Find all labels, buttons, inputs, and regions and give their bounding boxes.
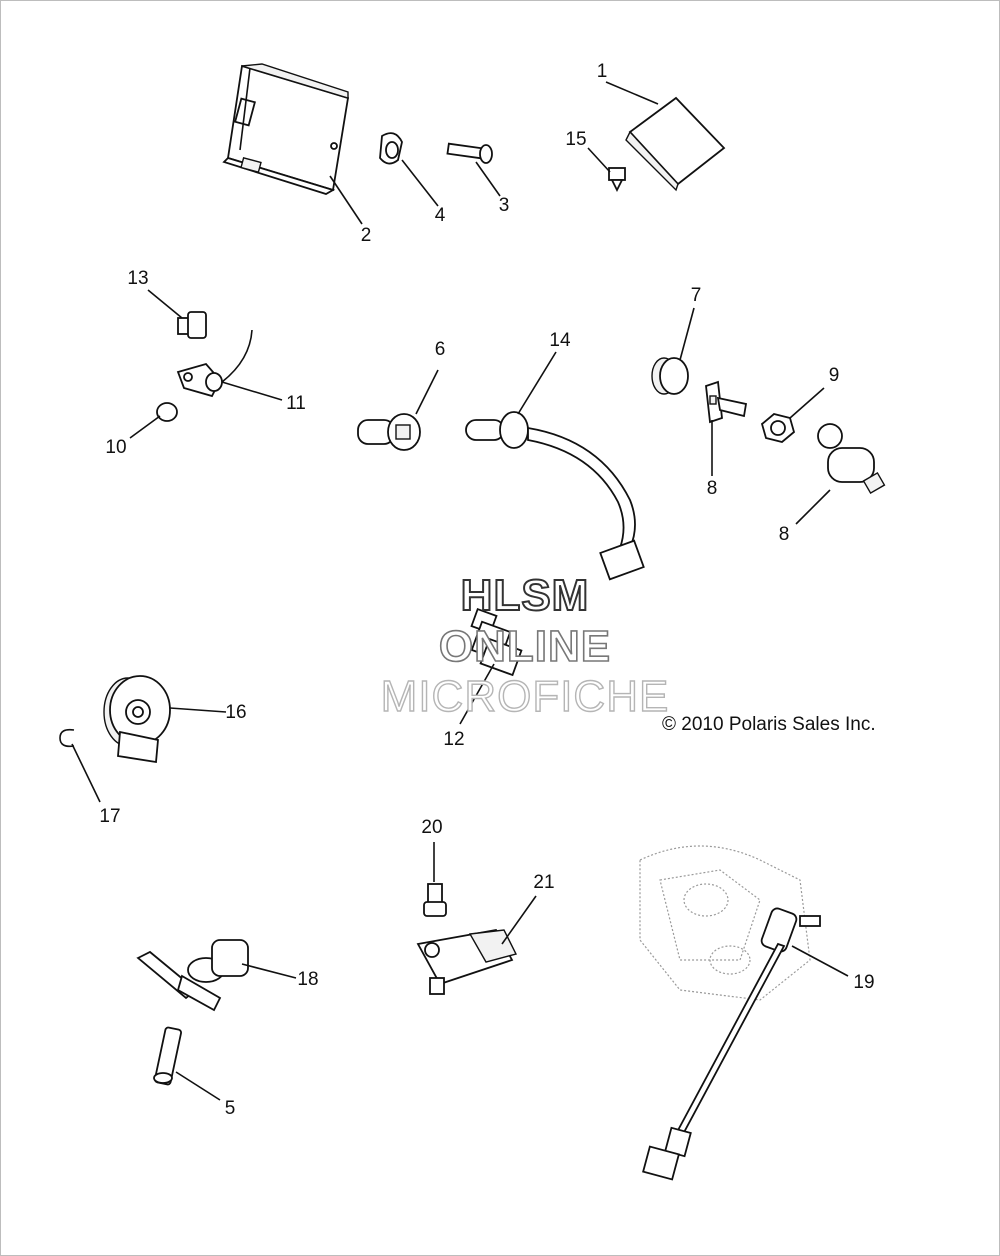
- part-sensor-8[interactable]: [817, 423, 886, 495]
- part-temp-sensor-12[interactable]: [470, 607, 523, 677]
- callout-13: 13: [127, 268, 149, 289]
- part-clip-8[interactable]: [705, 380, 748, 424]
- callout-14: 14: [549, 330, 571, 351]
- callout-7: 7: [690, 285, 702, 306]
- callout-18: 18: [297, 969, 319, 990]
- part-cover[interactable]: [625, 96, 726, 192]
- callout-20: 20: [421, 817, 443, 838]
- callout-4: 4: [434, 205, 446, 226]
- callout-3: 3: [498, 195, 510, 216]
- part-eclip-17[interactable]: [59, 728, 75, 748]
- part-screw[interactable]: [608, 167, 626, 193]
- part-sensor-11[interactable]: [176, 329, 253, 398]
- callout-11: 11: [286, 393, 306, 414]
- callout-8b: 8: [778, 524, 790, 545]
- part-ecu-module[interactable]: [222, 63, 350, 195]
- callout-17: 17: [99, 806, 121, 827]
- callout-2: 2: [360, 225, 372, 246]
- part-bolt-5[interactable]: [153, 1026, 182, 1086]
- part-clip[interactable]: [379, 132, 403, 165]
- callout-16: 16: [225, 702, 247, 723]
- part-throttle-sensor-19[interactable]: [639, 845, 821, 1181]
- part-cap-7[interactable]: [651, 357, 689, 395]
- callout-8a: 8: [706, 478, 718, 499]
- part-nut-9[interactable]: [760, 413, 796, 443]
- part-sensor-6[interactable]: [357, 413, 421, 451]
- callout-9: 9: [828, 365, 840, 386]
- copyright-notice: © 2010 Polaris Sales Inc.: [662, 714, 876, 735]
- part-pin[interactable]: [446, 142, 493, 164]
- part-knock-sensor-16[interactable]: [103, 675, 171, 764]
- callout-6: 6: [434, 339, 446, 360]
- callout-21: 21: [533, 872, 555, 893]
- part-plug-10[interactable]: [156, 402, 178, 422]
- part-bolt-13[interactable]: [177, 311, 207, 339]
- callout-10: 10: [105, 437, 127, 458]
- callout-15: 15: [565, 129, 587, 150]
- part-crank-sensor-18[interactable]: [136, 939, 249, 1012]
- leader-lines: [71, 81, 849, 1101]
- callout-5: 5: [224, 1098, 236, 1119]
- callout-1: 1: [596, 61, 608, 82]
- part-bolt-20[interactable]: [423, 883, 447, 917]
- callout-19: 19: [853, 972, 875, 993]
- callout-12: 12: [443, 729, 465, 750]
- part-sensor-harness-14[interactable]: [465, 411, 645, 581]
- part-map-sensor-21[interactable]: [416, 928, 518, 995]
